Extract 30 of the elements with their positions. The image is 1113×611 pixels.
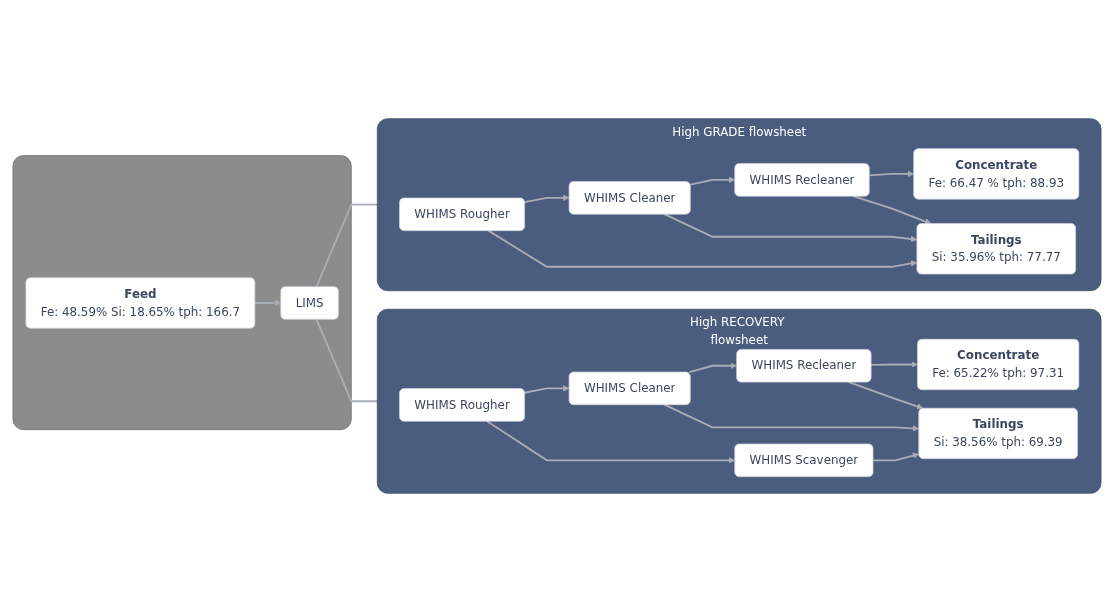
arrow <box>662 403 919 432</box>
node-box: Tailings Si: 38.56% tph: 69.39 <box>917 407 1078 459</box>
connector <box>315 317 378 402</box>
cluster <box>12 154 352 430</box>
arrow <box>688 176 735 186</box>
node-box: WHIMS Scavenger <box>733 443 873 477</box>
connector <box>315 203 378 288</box>
node-box: WHIMS Rougher <box>398 197 525 231</box>
arrow <box>662 212 917 242</box>
arrow <box>847 380 923 409</box>
arrow <box>485 419 735 464</box>
node-box: WHIMS Recleaner <box>735 348 871 382</box>
arrow <box>253 299 281 306</box>
arrow <box>871 452 919 461</box>
arrow <box>523 194 569 203</box>
arrow <box>869 360 918 368</box>
node-box: Concentrate Fe: 66.47 % tph: 88.93 <box>912 147 1079 199</box>
node-box: WHIMS Cleaner <box>568 371 691 405</box>
node-box: WHIMS Rougher <box>398 387 525 422</box>
node-box: Concentrate Fe: 65.22% tph: 97.31 <box>916 338 1079 390</box>
node-box: WHIMS Recleaner <box>733 162 870 197</box>
arrow <box>851 194 931 225</box>
node-box: LIMS <box>279 285 339 320</box>
node-box: Tailings Si: 35.96% tph: 77.77 <box>916 222 1076 274</box>
arrow <box>688 362 737 373</box>
node-box: Feed Fe: 48.59% Si: 18.65% tph: 166.7 <box>25 276 255 329</box>
node-box: WHIMS Cleaner <box>568 180 691 214</box>
arrow <box>487 229 917 268</box>
arrow <box>867 170 914 177</box>
arrow <box>523 384 569 394</box>
